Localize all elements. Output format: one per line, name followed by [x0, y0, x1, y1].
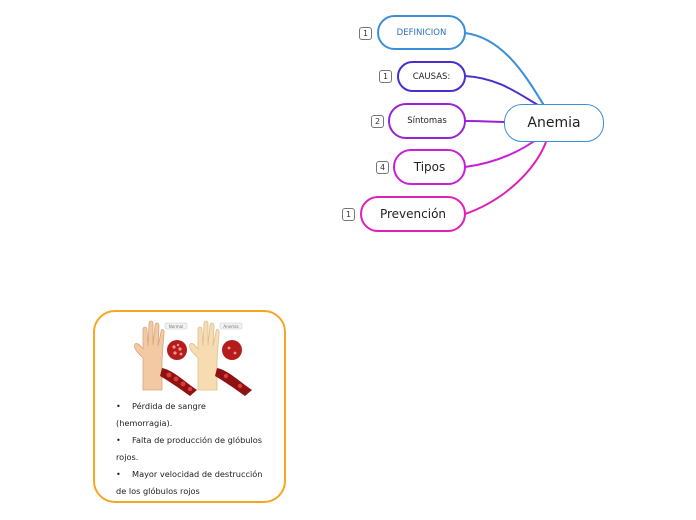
branch-label-definicion: DEFINICION [396, 27, 447, 38]
list-item: •Pérdida de sangre(hemorragia). [116, 401, 206, 428]
causes-note-card[interactable]: Normal Anemia [93, 310, 286, 503]
branch-node-tipos[interactable]: Tipos [393, 149, 466, 185]
normal-tag-label: Normal [169, 324, 183, 329]
branch-label-sintomas: Síntomas [407, 116, 447, 126]
branch-node-causas[interactable]: CAUSAS: [397, 61, 466, 92]
branch-label-causas: CAUSAS: [412, 71, 451, 82]
connector-causas [464, 75, 544, 109]
connector-prevencion [464, 141, 547, 215]
count-badge-prevencion[interactable]: 1 [342, 208, 355, 221]
normal-tag [164, 322, 188, 330]
anemia-vessel-icon [215, 368, 252, 396]
count-badge-tipos[interactable]: 4 [376, 161, 389, 174]
anemia-hand-icon [189, 320, 220, 391]
branch-node-sintomas[interactable]: Síntomas [388, 103, 466, 139]
branch-label-tipos: Tipos [413, 160, 446, 174]
connector-sintomas [464, 120, 506, 123]
count-badge-sintomas[interactable]: 2 [371, 115, 384, 128]
normal-hand-icon [134, 320, 165, 391]
anemia-illustration: Normal Anemia [134, 320, 252, 396]
branch-node-prevencion[interactable]: Prevención [360, 196, 466, 232]
causes-list: •Pérdida de sangre(hemorragia). •Falta d… [116, 398, 276, 500]
count-badge-definicion[interactable]: 1 [359, 27, 372, 40]
branch-label-prevencion: Prevención [379, 207, 447, 221]
branch-node-definicion[interactable]: DEFINICION [377, 15, 466, 50]
root-label: Anemia [527, 115, 581, 131]
count-badge-causas[interactable]: 1 [379, 70, 392, 83]
root-node-anemia[interactable]: Anemia [504, 104, 604, 142]
normal-vessel-icon [160, 368, 197, 396]
normal-blood-cell-icon [167, 340, 187, 360]
anemia-blood-cell-icon [222, 340, 242, 360]
anemia-tag [219, 322, 243, 330]
anemia-tag-label: Anemia [223, 324, 239, 329]
connector-definicion [464, 32, 546, 108]
